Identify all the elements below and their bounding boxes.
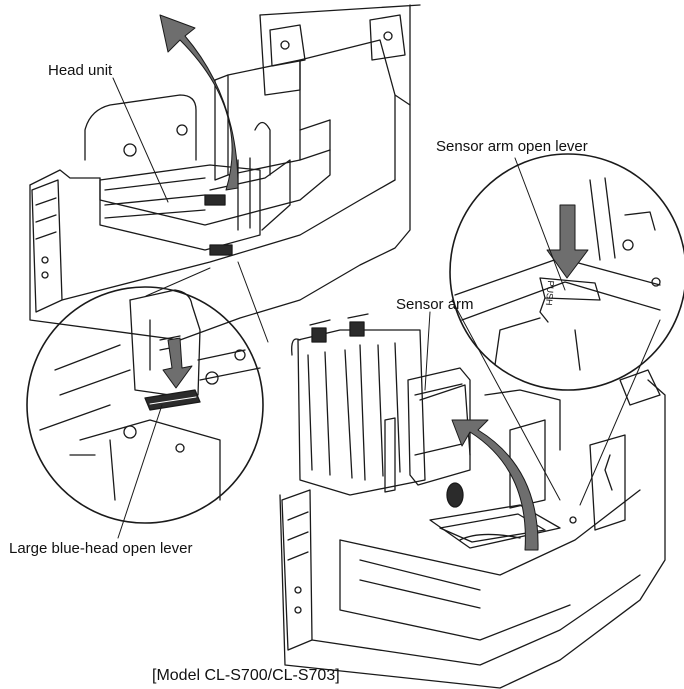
head-lever-zoom <box>26 261 269 524</box>
bottom-printer-body <box>279 379 666 689</box>
top-printer-front-panel <box>31 179 63 313</box>
head-lever-zoom-circle <box>26 286 264 524</box>
push-arrow <box>546 204 589 279</box>
leader-blue-head-lever <box>117 404 163 539</box>
leader-sensor-arm-open-lever <box>514 157 566 291</box>
head-unit-block <box>84 94 197 161</box>
label-large-blue-head-open-lever: Large blue-head open lever <box>9 540 193 557</box>
label-sensor-arm-open-lever: Sensor arm open lever <box>436 138 588 155</box>
bottom-printer-front-panel <box>281 489 313 651</box>
head-lift-arrow <box>159 14 239 191</box>
push-plate <box>539 277 601 301</box>
top-printer-body <box>29 94 411 341</box>
label-sensor-arm: Sensor arm <box>396 296 474 313</box>
sensor-lever-zoom <box>449 153 684 506</box>
sensor-arm <box>407 367 471 486</box>
bottom-printer <box>279 313 666 689</box>
blue-head-lever <box>144 389 201 411</box>
leader-head-unit <box>112 77 169 203</box>
top-printer <box>29 4 421 341</box>
lever-press-arrow <box>162 337 193 389</box>
sensor-arm-lift-arrow <box>451 419 539 551</box>
leader-sensor-arm <box>424 311 431 391</box>
leader-lines <box>112 77 566 539</box>
label-head-unit: Head unit <box>48 62 113 79</box>
model-caption: [Model CL-S700/CL-S703] <box>152 667 340 684</box>
sensor-lever-zoom-circle <box>449 153 684 391</box>
